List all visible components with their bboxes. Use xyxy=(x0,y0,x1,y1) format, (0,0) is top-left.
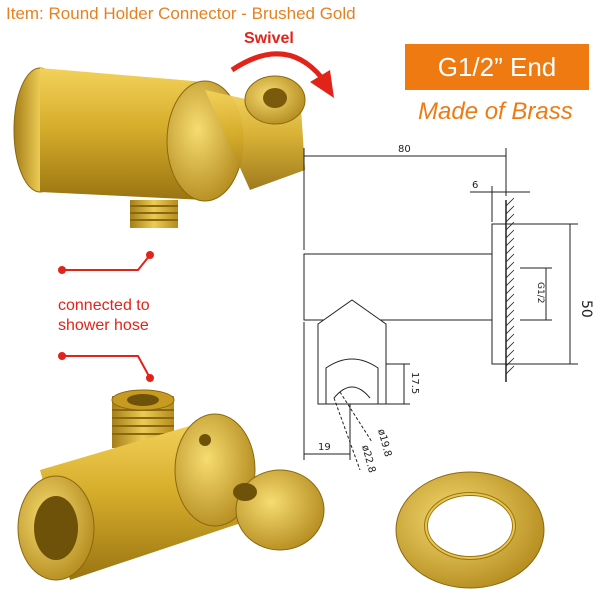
swivel-label: Swivel xyxy=(244,30,294,47)
material-label: Made of Brass xyxy=(418,98,573,125)
swivel-arrow xyxy=(230,51,324,80)
hose-note-line1: connected to xyxy=(58,297,150,314)
thread-end-badge: G1/2” End xyxy=(405,44,589,90)
product-title: Item: Round Holder Connector - Brushed G… xyxy=(6,4,356,23)
hose-note-line2: shower hose xyxy=(58,317,149,334)
dim-inner-dia: ø19.8 xyxy=(375,428,393,458)
dim-length: 80 xyxy=(398,144,411,155)
wall-hatch xyxy=(505,197,515,375)
dim-flange: 6 xyxy=(472,180,478,191)
dim-thread: G1/2 xyxy=(535,282,545,303)
flange-outline xyxy=(491,223,507,365)
body-outline xyxy=(303,253,493,321)
hose-note: connected to shower hose xyxy=(58,296,150,336)
flange-ring-photo xyxy=(395,471,545,589)
dim-height: 50 xyxy=(578,300,594,318)
swivel-arrowhead xyxy=(310,70,334,98)
dim-hook: 17.5 xyxy=(409,372,420,394)
hose-leader-top xyxy=(58,251,154,274)
connector-bottom-photo xyxy=(17,389,325,581)
dim-outer-dia: ø22.8 xyxy=(359,444,377,474)
holder-top-photo xyxy=(13,67,306,228)
hose-leader-bottom xyxy=(58,352,154,382)
dim-offset: 19 xyxy=(318,442,331,453)
